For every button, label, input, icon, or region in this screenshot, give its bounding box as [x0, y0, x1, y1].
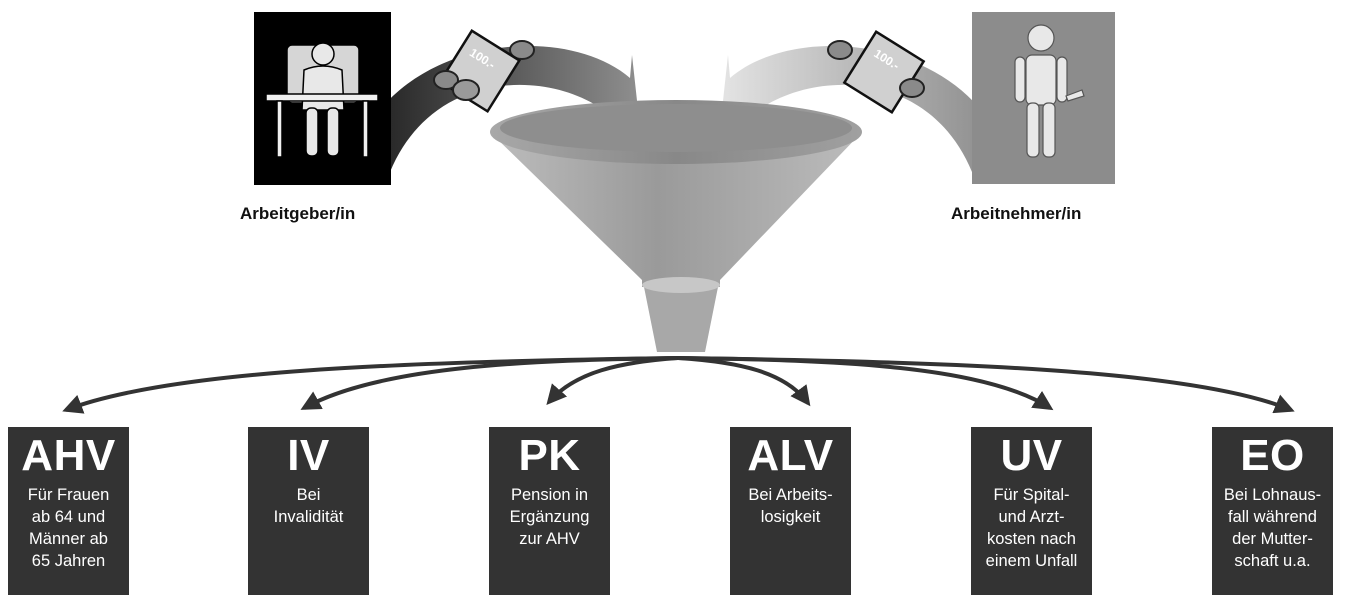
insurance-box-iv: IV Bei Invalidität [248, 427, 369, 595]
insurance-desc: Für Frauen ab 64 und Männer ab 65 Jahren [27, 486, 110, 570]
mechanic-icon [1014, 24, 1085, 158]
insurance-abbr: UV [1000, 431, 1063, 480]
insurance-abbr: ALV [747, 431, 834, 480]
insurance-box-alv: ALV Bei Arbeits- losigkeit [730, 427, 851, 595]
arrow-to-eo [677, 356, 1295, 414]
insurance-abbr: AHV [21, 431, 116, 480]
employee-flow-arrow [720, 46, 1010, 172]
employee-money-icon: 100.- [827, 29, 926, 115]
insurance-abbr: PK [518, 431, 581, 480]
employer-panel [254, 12, 391, 185]
insurance-desc: Für Spital- und Arzt- kosten nach einem … [985, 486, 1078, 570]
employer-flow-arrow [352, 46, 640, 172]
arrow-to-iv [300, 356, 679, 410]
insurance-abbr: IV [287, 431, 330, 480]
insurance-desc: Bei Lohnaus- fall während der Mutter- sc… [1223, 486, 1322, 570]
employee-label: Arbeitnehmer/in [951, 204, 1082, 223]
insurance-desc: Bei Invalidität [273, 486, 344, 526]
office-worker-icon [265, 42, 379, 158]
employer-label: Arbeitgeber/in [240, 204, 356, 223]
employer-money-icon: 100.- [433, 29, 535, 114]
insurance-box-pk: PK Pension in Ergänzung zur AHV [489, 427, 610, 595]
insurance-abbr: EO [1240, 431, 1305, 480]
insurance-box-eo: EO Bei Lohnaus- fall während der Mutter-… [1212, 427, 1333, 595]
insurance-desc: Pension in Ergänzung zur AHV [509, 486, 590, 548]
employee-panel [972, 12, 1115, 184]
funnel [490, 100, 862, 352]
arrow-to-pk [546, 356, 679, 406]
insurance-desc: Bei Arbeits- losigkeit [748, 486, 833, 526]
arrow-to-alv [677, 356, 811, 407]
insurance-box-ahv: AHV Für Frauen ab 64 und Männer ab 65 Ja… [8, 427, 129, 595]
insurance-box-uv: UV Für Spital- und Arzt- kosten nach ein… [971, 427, 1092, 595]
distribution-arrows [62, 356, 1295, 414]
